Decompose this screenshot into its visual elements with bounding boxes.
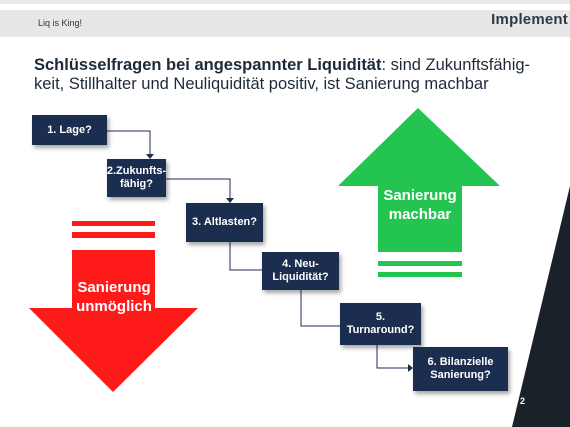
- slide-title: Schlüsselfragen bei angespannter Liquidi…: [34, 56, 534, 94]
- red-stripe-2: [72, 232, 155, 238]
- corner-decoration: [512, 186, 570, 427]
- implement-logo: Implement: [491, 11, 568, 28]
- step-3-line1: 3. Altlasten?: [192, 216, 257, 228]
- green-arrow-body: [338, 108, 500, 252]
- step-1-line1: 1. Lage?: [47, 123, 92, 136]
- title-line2: keit, Stillhalter und Neuliquidität posi…: [34, 75, 489, 93]
- connector-5: [376, 345, 408, 369]
- header-bar: [0, 10, 570, 37]
- step-box-4: 4. Neu-Liquidität?: [262, 252, 339, 290]
- connector-3: [229, 242, 262, 271]
- connector-2: [166, 178, 231, 198]
- down-arrow-label: Sanierung unmöglich: [62, 278, 166, 316]
- down-label-line2: unmöglich: [76, 298, 152, 315]
- step-box-2: 2.Zukunfts-fähig?: [107, 159, 166, 197]
- step-6-line2: Sanierung?: [430, 369, 491, 381]
- step-box-5: 5.Turnaround?: [340, 303, 421, 345]
- red-arrow-body: [29, 250, 198, 392]
- connector-1: [107, 130, 151, 154]
- arrowhead-2: [226, 198, 234, 203]
- connector-4: [300, 290, 340, 327]
- step-5-line2: Turnaround?: [346, 324, 415, 336]
- step-2-line2: fähig?: [120, 178, 153, 190]
- title-bold: Schlüsselfragen bei angespannter Liquidi…: [34, 56, 382, 74]
- green-up-arrow: [338, 108, 500, 277]
- step-5-line1: 5.: [375, 311, 386, 323]
- top-strip: [0, 0, 570, 4]
- up-label-line2: machbar: [388, 206, 452, 223]
- header-left-text: Liq is King!: [38, 18, 83, 28]
- title-line1-rest: : sind Zukunftsfähig-: [381, 56, 531, 74]
- step-4-line1: 4. Neu-: [282, 258, 319, 270]
- step-2-line1: 2.Zukunfts-: [106, 165, 167, 177]
- step-connectors: [107, 130, 408, 369]
- step-box-1: 1. Lage?: [32, 115, 107, 145]
- green-stripe-2: [378, 272, 462, 277]
- up-arrow-label: Sanierung machbar: [372, 186, 468, 224]
- page-number: 2: [520, 396, 526, 406]
- step-box-3: 3. Altlasten?: [186, 203, 263, 242]
- red-stripe-1: [72, 221, 155, 226]
- green-stripe-1: [378, 261, 462, 266]
- step-6-line1: 6. Bilanzielle: [427, 356, 494, 368]
- arrowhead-1: [146, 154, 154, 159]
- down-label-line1: Sanierung: [77, 279, 151, 296]
- up-label-line1: Sanierung: [383, 187, 457, 204]
- red-down-arrow: [29, 221, 198, 392]
- step-4-line2: Liquidität?: [272, 271, 329, 283]
- arrowhead-5: [408, 364, 413, 372]
